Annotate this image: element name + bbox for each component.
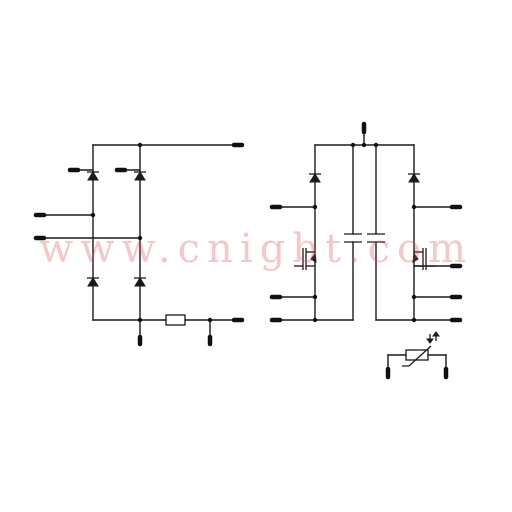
diode-icon <box>134 171 146 181</box>
junction-dot <box>411 204 417 210</box>
junction-dot <box>312 317 318 323</box>
capacitor-icon <box>344 233 362 243</box>
thermistor-icon <box>402 331 440 367</box>
junction-dot <box>411 317 417 323</box>
junction-dot <box>207 317 213 323</box>
resistor-icon <box>165 314 186 326</box>
diode-icon <box>309 173 321 183</box>
junction-dot <box>137 235 143 241</box>
junction-dot <box>361 142 367 148</box>
diode-icon <box>87 277 99 287</box>
rectifier-bridge <box>33 142 245 347</box>
igbt-module <box>269 121 463 323</box>
junction-dot <box>350 142 356 148</box>
igbt-transistor-icon <box>294 248 317 270</box>
capacitor-icon <box>367 233 385 243</box>
junction-dot <box>312 294 318 300</box>
junction-dot <box>312 204 318 210</box>
diode-icon <box>134 277 146 287</box>
diode-icon <box>87 171 99 181</box>
junction-dot <box>137 317 143 323</box>
thermistor <box>385 331 449 380</box>
junction-dot <box>411 294 417 300</box>
diode-icon <box>408 173 420 183</box>
junction-dot <box>90 212 96 218</box>
junction-dot <box>137 142 143 148</box>
junction-dot <box>373 142 379 148</box>
igbt-transistor-icon <box>412 248 436 270</box>
